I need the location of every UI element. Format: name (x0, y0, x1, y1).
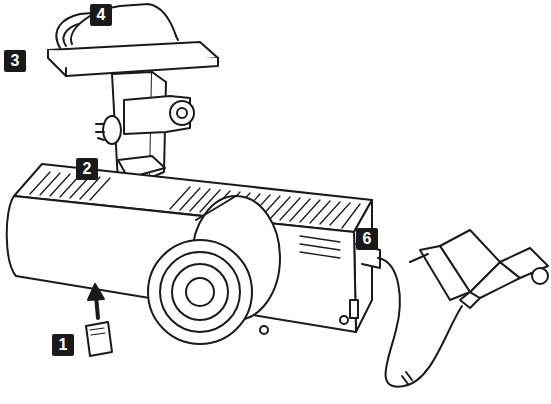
callout-number: 6 (356, 228, 378, 250)
callout-number: 2 (76, 158, 98, 180)
callout-number: 4 (90, 4, 112, 26)
callout-number: 3 (4, 50, 26, 72)
callout-number: 1 (52, 334, 74, 356)
